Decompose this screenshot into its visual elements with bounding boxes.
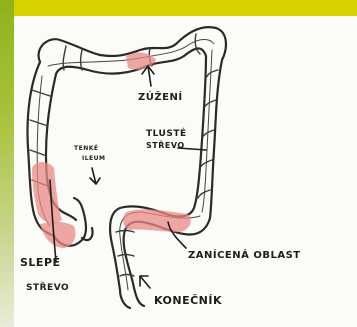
- label-slepe: SLEPÉ: [20, 256, 61, 269]
- label-ileum: ILEUM: [82, 155, 106, 162]
- label-konecnik: KONEČNÍK: [154, 294, 222, 307]
- label-zanicena-oblast: ZANÍCENÁ OBLAST: [188, 248, 301, 261]
- label-tenke: TENKÉ: [74, 144, 98, 152]
- arrow-zuzeni: [142, 66, 154, 86]
- inflamed-cecum: [40, 222, 76, 248]
- arrow-tenke: [90, 168, 100, 184]
- arrow-konecnik: [140, 276, 150, 288]
- label-slepe-strevo: STŘEVO: [26, 281, 69, 293]
- inflamed-ascending: [32, 162, 62, 223]
- label-zuzeni: ZÚŽENÍ: [138, 90, 183, 103]
- label-tluste: TLUSTÉ: [146, 127, 187, 139]
- inflamed-sigmoid: [123, 209, 191, 232]
- inflamed-transverse: [126, 53, 156, 70]
- label-tluste-strevo: STŘEVO: [146, 139, 185, 150]
